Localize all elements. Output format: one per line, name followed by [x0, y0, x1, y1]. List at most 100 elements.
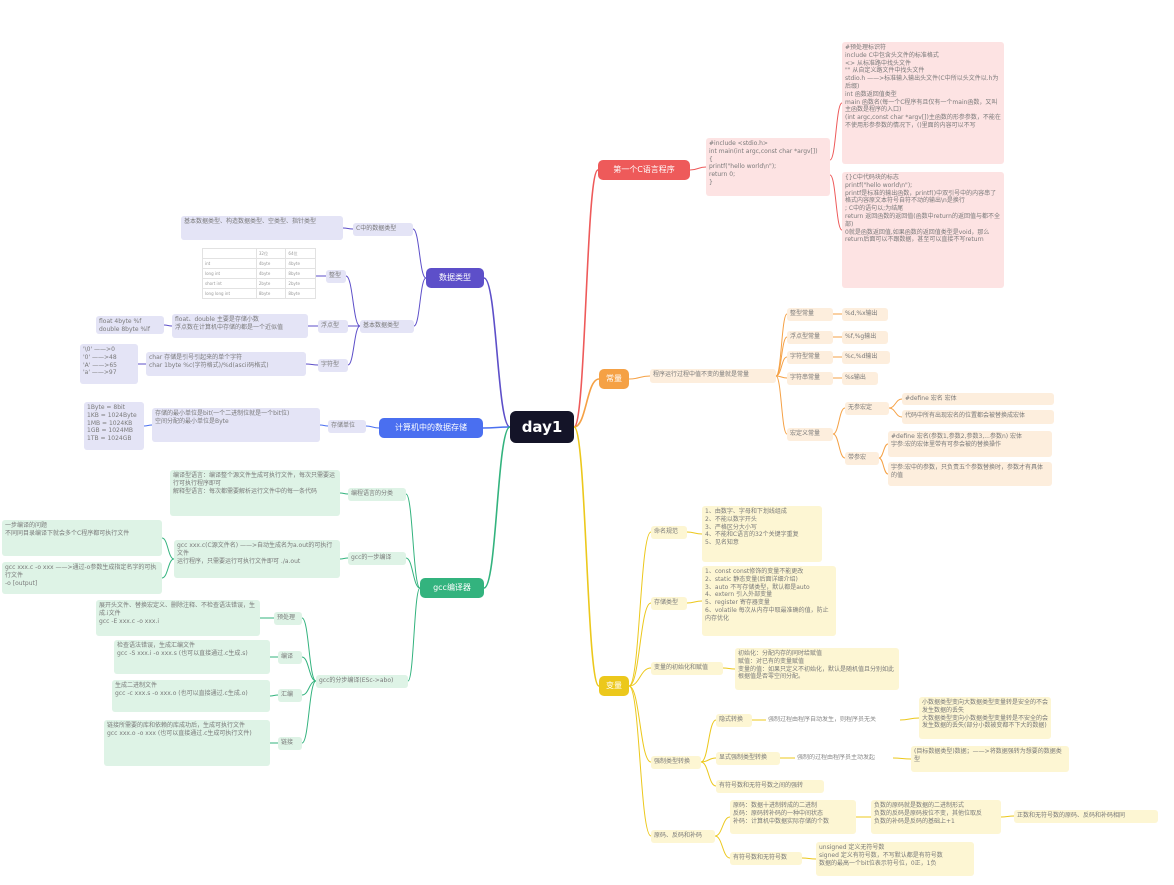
- connector-line: [412, 228, 427, 279]
- var-codes[interactable]: 原码、反码和补码: [651, 830, 715, 843]
- constant-macro[interactable]: 宏定义常量: [787, 428, 833, 441]
- storage-unit[interactable]: 存储单位: [328, 420, 366, 433]
- dt-char-ascii[interactable]: '\0' ——>0 '0' ——>48 'A' ——>65 'a' ——>97: [80, 344, 138, 384]
- conversion-signed[interactable]: 有符号数和无符号数之间的强转: [716, 780, 824, 793]
- connector-line: [413, 277, 427, 327]
- connector-line: [342, 227, 354, 230]
- gcc-one-step-note2[interactable]: gcc xxx.c -o xxx ——>通过-o参数生成指定名字的可执行文件 -…: [2, 562, 162, 594]
- macro-with-param-def[interactable]: #define 宏名(参数1,参数2,参数3,...参数n) 宏体 宇参:宏的宏…: [888, 431, 1052, 457]
- var-init[interactable]: 变量的初始化和赋值: [651, 662, 723, 675]
- dt-char-desc[interactable]: char 存储是引号引起来的单个字符 char 1byte %c(字符格式)/%…: [146, 352, 306, 376]
- var-naming[interactable]: 命名规范: [651, 526, 687, 539]
- gcc-one-step-note1[interactable]: 一步编译的问题 不同同目录编译下就会多个C程序都可执行文件: [2, 520, 162, 556]
- constants-definition[interactable]: 程序运行过程中值不变的量就是常量: [650, 369, 776, 383]
- constant-type-float-value[interactable]: %f,%g输出: [842, 331, 888, 344]
- table-cell: 64位: [285, 248, 316, 259]
- constant-type-float[interactable]: 浮点型常量: [787, 331, 833, 344]
- connector-line: [775, 375, 788, 435]
- gcc-step-preprocess-desc[interactable]: 展开头文件、替换宏定义、删除注释、不检查语法错误，生成.i文件 gcc -E x…: [96, 600, 260, 636]
- integer-size-table: 32位 64位 int 4byte 4byte long int 4byte 8…: [202, 248, 316, 299]
- table-cell: 8byte: [285, 268, 316, 279]
- program-note-printf[interactable]: {}C中代码块的标志 printf("hello world\n"); prin…: [842, 172, 1004, 288]
- constant-type-int-value[interactable]: %d,%x输出: [842, 308, 888, 321]
- dt-integer[interactable]: 整型: [326, 270, 346, 283]
- connector-line: [573, 169, 599, 428]
- dt-c-types[interactable]: C中的数据类型: [353, 223, 413, 236]
- dt-c-types-list[interactable]: 基本数据类型、构造数据类型、空类型、指针类型: [181, 216, 343, 240]
- macro-no-param-desc[interactable]: 代码中所有出现宏名的位置都会被替换成宏体: [902, 410, 1054, 424]
- var-conversion[interactable]: 强制类型转换: [651, 756, 701, 769]
- connector-line: [628, 375, 651, 380]
- table-cell: 4byte: [255, 268, 287, 279]
- constant-type-char[interactable]: 字符型常量: [787, 351, 833, 364]
- constant-type-int[interactable]: 整型常量: [787, 308, 833, 321]
- connector-line: [319, 424, 329, 427]
- gcc-step-compile-desc[interactable]: 检查语法错误，生成汇编文件 gcc -S xxx.i -o xxx.s (也可以…: [114, 640, 270, 674]
- storage-unit-desc[interactable]: 存储的最小单位是bit(一个二进制位就是一个bit位) 空间分配的最小单位是By…: [152, 408, 320, 442]
- macro-no-param-def[interactable]: #define 宏名 宏体: [902, 393, 1054, 405]
- codes-signed-desc[interactable]: unsigned 定义无符号数 signed 定义有符号数，不写默认都是有符号数…: [816, 842, 974, 876]
- branch-storage[interactable]: 计算机中的数据存储: [379, 418, 483, 438]
- connector-line: [689, 166, 707, 171]
- conversion-explicit-note[interactable]: (目标数据类型)数据；——>将数据强转为想要的数据类型: [911, 746, 1069, 772]
- gcc-step-assemble-desc[interactable]: 生成二进制文件 gcc -c xxx.s -o xxx.o (也可以直接通过.c…: [112, 680, 270, 712]
- branch-first-program[interactable]: 第一个C语言程序: [598, 160, 690, 180]
- codes-desc[interactable]: 原码：数据十进制转成的二进制 反码：原码转补码的一种中间状态 补码：计算机中数据…: [730, 800, 856, 834]
- macro-with-param[interactable]: 带参宏: [845, 452, 879, 465]
- codes-positive-note[interactable]: 正数和无符号数的原码、反码和补码相同: [1014, 810, 1158, 823]
- codes-negative-note[interactable]: 负数的原码就是数据的二进制形式 负数的反码是原码按位不变，其他位取反 负数的补码…: [871, 800, 1001, 834]
- gcc-language-classes-desc[interactable]: 编译型语言：编译整个源文件生成可执行文件，每次只需要运行可执行程序即可 解释型语…: [170, 470, 340, 516]
- gcc-step-compile[interactable]: 编译: [278, 651, 302, 664]
- gcc-step-link[interactable]: 链接: [278, 737, 302, 750]
- macro-no-param[interactable]: 无参宏定: [845, 402, 889, 415]
- connector-line: [483, 426, 511, 589]
- table-cell: 4byte: [255, 258, 287, 269]
- connector-line: [801, 857, 817, 860]
- program-code-node[interactable]: #include <stdio.h> int main(int argc,con…: [706, 138, 830, 196]
- macro-with-param-desc[interactable]: 宇参:宏中的参数，只负责五个参数替换时，参数才有具体的值: [888, 462, 1052, 486]
- var-storage-class-list[interactable]: 1、const const修饰的变量不能更改 2、static 静态变量(后面详…: [702, 566, 836, 636]
- central-topic[interactable]: day1: [510, 411, 574, 443]
- codes-signed[interactable]: 有符号数和无符号数: [730, 852, 802, 865]
- var-naming-rules[interactable]: 1、由数字、字母和下划线组成 2、不能以数字开头 3、严格区分大小写 4、不能和…: [702, 506, 822, 562]
- dt-float-desc[interactable]: float、double 主要是存储小数 浮点数在计算机中存储的都是一个近似值: [172, 314, 308, 338]
- branch-variables[interactable]: 变量: [599, 676, 629, 696]
- gcc-one-step[interactable]: gcc的一步编译: [348, 552, 406, 565]
- connector-line: [161, 558, 175, 579]
- dt-basic[interactable]: 基本数据类型: [360, 320, 414, 333]
- branch-gcc[interactable]: gcc编译器: [420, 578, 484, 598]
- connector-line: [686, 531, 703, 535]
- connector-line: [722, 667, 736, 670]
- var-init-desc[interactable]: 初始化：分配内存的同时给赋值 赋值：对已有的变量赋值 变量的值：如果只定义不初始…: [735, 648, 899, 690]
- gcc-language-classes[interactable]: 编程语言的分类: [348, 488, 406, 501]
- branch-constants[interactable]: 常量: [599, 369, 629, 389]
- gcc-one-step-desc[interactable]: gcc xxx.c(C源文件名) ——>自动生成名为a.out的可执行文件 运行…: [174, 540, 340, 578]
- dt-float[interactable]: 浮点型: [318, 320, 348, 333]
- connector-line: [832, 433, 846, 459]
- gcc-step-assemble[interactable]: 汇编: [278, 689, 302, 702]
- table-cell: 2byte: [255, 278, 287, 289]
- constant-type-char-value[interactable]: %c,%d输出: [842, 351, 890, 364]
- table-cell: int: [202, 258, 257, 269]
- conversion-explicit-desc: 强制的过程由程序员主动发起: [797, 754, 876, 761]
- connector-line: [345, 275, 361, 327]
- connector-line: [305, 363, 319, 366]
- constant-type-string[interactable]: 字符串常量: [787, 372, 833, 385]
- gcc-step-link-desc[interactable]: 链接所需要的库和依赖的库成功后，生成可执行文件 gcc xxx.o -o xxx…: [104, 720, 270, 766]
- conversion-implicit[interactable]: 隐式转换: [716, 714, 752, 727]
- table-cell: long int: [202, 268, 257, 279]
- dt-float-sizes[interactable]: float 4byte %f double 8byte %lf: [96, 316, 164, 334]
- constant-type-string-value[interactable]: %s输出: [842, 372, 878, 385]
- gcc-four-step[interactable]: gcc的分步编译(ESc->abo): [316, 675, 408, 688]
- var-storage-class[interactable]: 存储类型: [651, 597, 687, 610]
- branch-data-types[interactable]: 数据类型: [426, 268, 484, 288]
- conversion-implicit-note[interactable]: 小数据类型变向大数据类型变量转是安全的不会发生数据的丢失 大数据类型变向小数据类…: [919, 697, 1051, 739]
- connector-line: [483, 277, 511, 428]
- gcc-step-preprocess[interactable]: 预处理: [274, 612, 302, 625]
- dt-char[interactable]: 字符型: [318, 359, 348, 372]
- connector-line: [628, 602, 652, 687]
- program-note-preprocessor[interactable]: #预处理标识符 include C中包含头文件的标准格式 <> 从标准路中找头文…: [842, 42, 1004, 164]
- connector-line: [714, 835, 731, 859]
- conversion-explicit[interactable]: 显式强制类型转换: [716, 752, 780, 765]
- storage-unit-conversions[interactable]: 1Byte = 8bit 1KB = 1024Byte 1MB = 1024KB…: [84, 402, 144, 450]
